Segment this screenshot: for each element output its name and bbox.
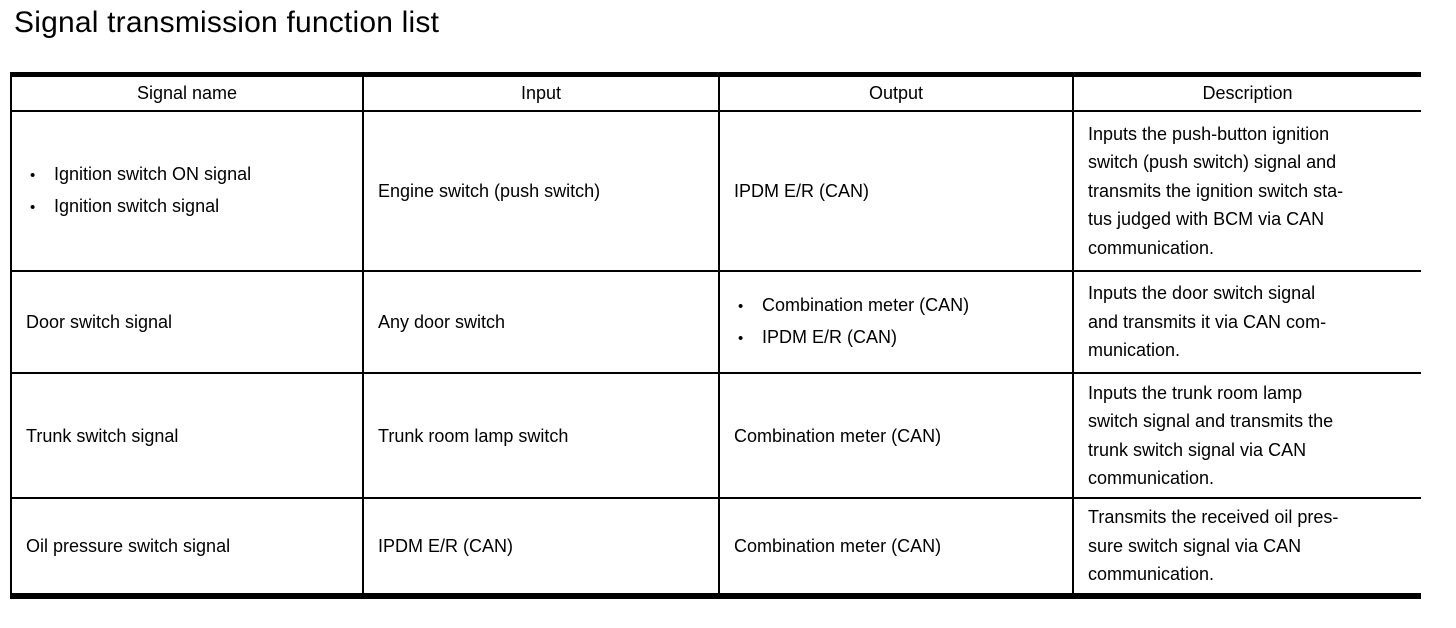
cell-signal-name: • Ignition switch ON signal • Ignition s… — [11, 110, 364, 271]
description-text: Inputs the push-button ignition switch (… — [1088, 123, 1344, 258]
cell-signal-name: Trunk switch signal — [11, 372, 364, 498]
cell-description: Inputs the push-button ignition switch (… — [1073, 110, 1421, 271]
column-header-signal-name: Signal name — [11, 74, 364, 112]
cell-description: Transmits the received oil pres- sure sw… — [1073, 497, 1421, 596]
input-text: Trunk room lamp switch — [378, 425, 569, 446]
cell-output: Combination meter (CAN) — [719, 497, 1074, 596]
input-text: IPDM E/R (CAN) — [378, 536, 513, 556]
cell-input: Engine switch (push switch) — [363, 110, 720, 271]
cell-description: Inputs the trunk room lamp switch signal… — [1073, 372, 1421, 498]
bullet-icon: • — [738, 298, 744, 315]
output-list-item: • Combination meter (CAN) — [734, 290, 1066, 322]
cell-input: Any door switch — [363, 270, 720, 373]
input-text: Any door switch — [378, 312, 506, 332]
output-text: Combination meter (CAN) — [762, 295, 970, 315]
cell-output: • Combination meter (CAN) • IPDM E/R (CA… — [719, 270, 1074, 373]
cell-input: Trunk room lamp switch — [363, 372, 720, 498]
output-text: Combination meter (CAN) — [734, 425, 942, 446]
column-header-output: Output — [719, 74, 1074, 112]
column-header-description: Description — [1073, 74, 1421, 112]
output-text: IPDM E/R (CAN) — [762, 327, 897, 347]
page-title: Signal transmission function list — [14, 6, 440, 39]
signal-text: Ignition switch ON signal — [54, 164, 252, 184]
cell-signal-name: Oil pressure switch signal — [11, 497, 364, 596]
description-text: Inputs the door switch signal and transm… — [1088, 283, 1327, 361]
signal-text: Ignition switch signal — [54, 196, 220, 216]
bullet-icon: • — [30, 199, 36, 216]
table-row: • Ignition switch ON signal • Ignition s… — [11, 110, 1421, 271]
signal-text: Door switch signal — [26, 312, 173, 332]
table-row: Door switch signal Any door switch • Com… — [11, 270, 1421, 373]
signal-transmission-table: Signal name Input Output Description • I… — [10, 72, 1421, 599]
bullet-icon: • — [738, 330, 744, 347]
signal-text: Trunk switch signal — [26, 425, 179, 446]
cell-description: Inputs the door switch signal and transm… — [1073, 270, 1421, 373]
table-header-row: Signal name Input Output Description — [11, 74, 1421, 112]
column-header-input: Input — [363, 74, 720, 112]
signal-text: Oil pressure switch signal — [26, 536, 231, 556]
description-text: Inputs the trunk room lamp switch signal… — [1088, 382, 1334, 489]
bullet-icon: • — [30, 167, 36, 184]
description-text: Transmits the received oil pres- sure sw… — [1088, 507, 1339, 585]
input-text: Engine switch (push switch) — [378, 181, 601, 201]
table-row: Trunk switch signal Trunk room lamp swit… — [11, 372, 1421, 498]
cell-input: IPDM E/R (CAN) — [363, 497, 720, 596]
signal-list-item: • Ignition switch ON signal — [26, 159, 356, 191]
output-text: IPDM E/R (CAN) — [734, 181, 869, 201]
table-row: Oil pressure switch signal IPDM E/R (CAN… — [11, 497, 1421, 596]
output-list-item: • IPDM E/R (CAN) — [734, 322, 1066, 354]
cell-output: IPDM E/R (CAN) — [719, 110, 1074, 271]
cell-signal-name: Door switch signal — [11, 270, 364, 373]
signal-list-item: • Ignition switch signal — [26, 191, 356, 223]
cell-output: Combination meter (CAN) — [719, 372, 1074, 498]
output-text: Combination meter (CAN) — [734, 536, 942, 556]
